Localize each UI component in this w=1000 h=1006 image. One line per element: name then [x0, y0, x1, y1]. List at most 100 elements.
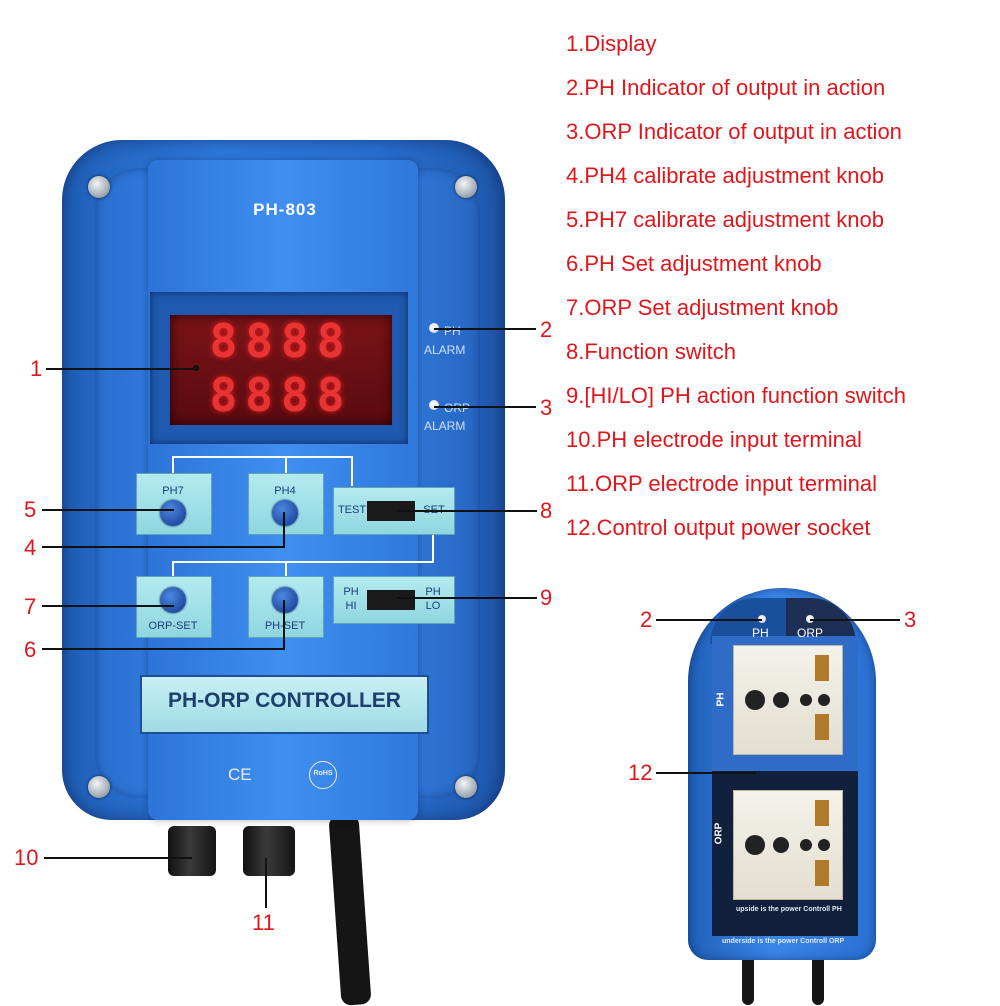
ph-alarm-label-2: ALARM: [424, 343, 466, 357]
outlet-slot: [815, 714, 829, 740]
callout-line-6: [42, 648, 284, 650]
callout-line-5: [42, 509, 174, 511]
panel-line: [172, 456, 174, 474]
socket-ph-led: [758, 615, 766, 623]
panel-line: [172, 561, 174, 577]
socket-orp-label: ORP: [797, 626, 824, 640]
legend-item-5: 5.PH7 calibrate adjustment knob: [566, 207, 884, 232]
callout-12: 12: [628, 760, 653, 785]
orp-set-label: ORP-SET: [148, 620, 198, 632]
display-row-top: 8888: [209, 314, 353, 368]
callout-3: 3: [540, 395, 553, 420]
callout-7: 7: [24, 594, 37, 619]
legend-item-10: 10.PH electrode input terminal: [566, 427, 862, 452]
callout-line-4: [42, 546, 284, 548]
screw-icon: [455, 776, 477, 798]
model-label: PH-803: [253, 200, 317, 219]
callout-9: 9: [540, 585, 553, 610]
switch-ph-hi-2: HI: [345, 600, 357, 612]
ph4-label: PH4: [274, 485, 296, 497]
callout-5: 5: [24, 497, 37, 522]
legend-item-2: 2.PH Indicator of output in action: [566, 75, 886, 100]
callout-8: 8: [540, 498, 553, 523]
callout-line-8: [397, 510, 537, 512]
callout-socket-3: 3: [904, 607, 917, 632]
callout-line-9: [397, 597, 537, 599]
callout-10: 10: [14, 845, 39, 870]
panel-line: [285, 561, 287, 577]
socket-cable-right: [812, 950, 824, 1005]
socket-ph-label: PH: [752, 626, 769, 640]
socket-cable-left: [742, 950, 754, 1005]
ph-set-knob[interactable]: [272, 587, 298, 613]
callout-line-10: [44, 857, 192, 859]
outlet-slot: [815, 860, 829, 886]
legend-item-4: 4.PH4 calibrate adjustment knob: [566, 163, 884, 188]
ph-electrode-terminal: [168, 826, 216, 876]
callout-1: 1: [30, 356, 43, 381]
switch-test-label: TEST: [337, 504, 367, 516]
orp-set-knob[interactable]: [160, 587, 186, 613]
legend-item-7: 7.ORP Set adjustment knob: [566, 295, 839, 320]
callout-4: 4: [24, 535, 37, 560]
outlet-hole: [800, 839, 812, 851]
switch-ph-lo-1: PH: [425, 586, 441, 598]
callout-line-7: [42, 605, 174, 607]
outlet-hole: [745, 690, 765, 710]
panel-line: [351, 456, 353, 486]
outlet-hole: [745, 835, 765, 855]
legend-item-1: 1.Display: [566, 31, 657, 56]
orp-electrode-terminal: [243, 826, 295, 876]
outlet-hole: [773, 692, 789, 708]
outlet-hole: [818, 694, 830, 706]
callout-line-1: [46, 368, 196, 370]
ph7-calibrate-knob[interactable]: [160, 500, 186, 526]
orp-alarm-led: [429, 400, 439, 410]
screw-icon: [88, 176, 110, 198]
hilo-switch[interactable]: [367, 590, 415, 610]
switch-ph-hi-1: PH: [343, 586, 359, 598]
outlet-hole: [800, 694, 812, 706]
controller-banner: [140, 675, 429, 734]
screw-icon: [88, 776, 110, 798]
orp-alarm-label-2: ALARM: [424, 419, 466, 433]
callout-line-2: [434, 328, 536, 330]
display-row-bottom: 8888: [209, 368, 353, 422]
panel-line: [172, 456, 352, 458]
callout-socket-2: 2: [640, 607, 653, 632]
orp-alarm-label-1: ORP: [444, 401, 471, 415]
legend-item-3: 3.ORP Indicator of output in action: [566, 119, 902, 144]
panel-line: [172, 561, 434, 563]
socket-upper-note: upside is the power Controll PH: [736, 906, 842, 913]
callout-2: 2: [540, 317, 553, 342]
legend-item-9: 9.[HI/LO] PH action function switch: [566, 383, 906, 408]
legend-item-11: 11.ORP electrode input terminal: [566, 471, 878, 496]
callout-6: 6: [24, 637, 37, 662]
callout-line-socket-3: [810, 619, 900, 621]
switch-ph-lo-2: LO: [425, 600, 441, 612]
socket-lower-note: underside is the power Controll ORP: [722, 938, 845, 945]
ph4-calibrate-knob[interactable]: [272, 500, 298, 526]
controller-banner-text: PH-ORP CONTROLLER: [168, 689, 401, 712]
ce-mark: CE: [228, 765, 252, 784]
panel-line: [285, 456, 287, 474]
callout-line-3: [434, 406, 536, 408]
power-cable: [328, 814, 372, 1006]
socket-side-ph: PH: [715, 692, 727, 707]
callout-line-12: [656, 772, 756, 774]
legend-item-12: 12.Control output power socket: [566, 515, 871, 540]
led-display: [170, 315, 392, 425]
rohs-mark: RoHS: [309, 761, 337, 789]
callout-line-11: [265, 858, 267, 908]
outlet-slot: [815, 800, 829, 826]
function-switch[interactable]: [367, 501, 415, 521]
ph7-label: PH7: [162, 485, 184, 497]
screw-icon: [455, 176, 477, 198]
callout-dot-1: [193, 365, 199, 371]
callout-11: 11: [252, 910, 275, 935]
outlet-hole: [818, 839, 830, 851]
callout-line-6v: [283, 600, 285, 650]
legend-item-8: 8.Function switch: [566, 339, 736, 364]
panel-line: [432, 533, 434, 563]
callout-line-4v: [283, 512, 285, 548]
